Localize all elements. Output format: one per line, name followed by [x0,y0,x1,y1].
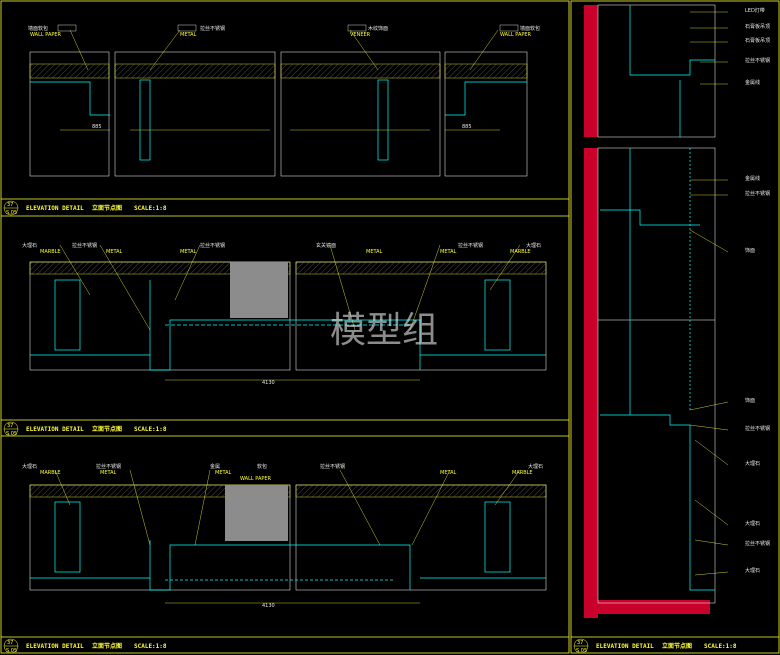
mid-label-6: 大理石 [526,242,541,249]
title-cn-4: 立面节点图 [662,642,692,650]
mid-label-2: 拉丝不锈钢 [72,242,97,249]
mid-sub-6: MARBLE [510,249,531,255]
right-label-10: 拉丝不锈钢 [745,425,770,432]
bot-label-4: 软包 [257,463,267,470]
title-sheet-2: S.05 [6,431,17,437]
mid-sub-1: MARBLE [40,249,61,255]
title-en-2: ELEVATION DETAIL [26,426,84,433]
right-label-2: 石膏板吊顶 [745,23,770,30]
stone-panel [230,262,288,318]
stone-panel-lower [225,485,288,541]
right-section: LED灯带 石膏板吊顶 石膏板吊顶 拉丝不锈钢 金属线 金属线 拉丝不锈钢 饰面… [584,4,770,618]
top-detail: 墙面软包 WALL PAPER 拉丝不锈钢 METAL 木纹饰面 VENEER … [28,24,540,177]
top-label-1: 墙面软包 [28,25,48,32]
title-cn-1: 立面节点图 [92,204,122,212]
title-scale-2: SCALE:1:8 [134,426,167,433]
title-block-3: 37 S.05 ELEVATION DETAIL 立面节点图 SCALE:1:8 [3,638,167,654]
mid-sub-5: METAL [440,249,457,255]
title-sheet-1: S.05 [6,210,17,216]
mid-label-3: 拉丝不锈钢 [200,242,225,249]
title-en-1: ELEVATION DETAIL [26,205,84,212]
title-scale-3: SCALE:1:8 [134,643,167,650]
title-sheet-4: S.05 [576,648,587,654]
right-label-7: 拉丝不锈钢 [745,190,770,197]
title-block-4: 37 S.05 ELEVATION DETAIL 立面节点图 SCALE:1:8 [573,638,737,654]
title-en-3: ELEVATION DETAIL [26,643,84,650]
top-sub-3: VENEER [350,32,371,38]
top-label-4: 墙面软包 [520,25,540,32]
middle-detail: 大理石 MARBLE 拉丝不锈钢 METAL 拉丝不锈钢 METAL 玄关镜面 … [22,242,547,386]
top-label-3: 木纹饰面 [368,25,388,32]
bot-label-1: 大理石 [22,463,37,470]
title-no-2: 37 [7,423,13,429]
title-scale-4: SCALE:1:8 [704,643,737,650]
mid-label-4: 玄关镜面 [316,242,336,249]
title-scale-1: SCALE:1:8 [134,205,167,212]
title-block-2: 37 S.05 ELEVATION DETAIL 立面节点图 SCALE:1:8 [3,421,167,437]
bot-label-2: 拉丝不锈钢 [96,463,121,470]
title-no-3: 37 [7,640,13,646]
bot-label-5: 拉丝不锈钢 [320,463,345,470]
bot-sub-1: MARBLE [40,470,61,476]
title-en-4: ELEVATION DETAIL [596,643,654,650]
right-label-9: 饰面 [745,397,755,404]
bot-label-3: 金属 [210,463,220,470]
mid-label-5: 拉丝不锈钢 [458,242,483,249]
right-label-4: 拉丝不锈钢 [745,57,770,64]
right-label-14: 大理石 [745,567,760,574]
mid-sub-4: METAL [366,249,383,255]
top-sub-2: METAL [180,32,197,38]
bot-sub-6: MARBLE [512,470,533,476]
mid-sub-2: METAL [106,249,123,255]
title-sheet-3: S.05 [6,648,17,654]
mid-sub-3: METAL [180,249,197,255]
mid-dim: 4130 [262,380,275,386]
bot-sub-2: METAL [100,470,117,476]
right-label-5: 金属线 [745,79,760,86]
top-sub-1: WALL PAPER [30,32,62,38]
right-label-12: 大理石 [745,520,760,527]
title-cn-3: 立面节点图 [92,642,122,650]
bottom-detail: 大理石 MARBLE 拉丝不锈钢 METAL 金属 METAL 软包 WALL … [22,463,547,609]
mid-label-1: 大理石 [22,242,37,249]
right-label-11: 大理石 [745,460,760,467]
bot-dim: 4130 [262,603,275,609]
top-sub-4: WALL PAPER [500,32,532,38]
right-label-3: 石膏板吊顶 [745,37,770,44]
right-label-8: 饰面 [745,247,755,254]
right-label-6: 金属线 [745,175,760,182]
bot-sub-4: WALL PAPER [240,476,272,482]
bot-sub-5: METAL [440,470,457,476]
top-label-2: 拉丝不锈钢 [200,25,225,32]
watermark: 模型组 [330,310,438,351]
title-no-1: 37 [7,202,13,208]
top-dim-1: 885 [92,124,102,130]
right-label-1: LED灯带 [745,7,765,14]
top-dim-2: 885 [462,124,472,130]
right-label-13: 拉丝不锈钢 [745,540,770,547]
title-block-1: 37 S.05 ELEVATION DETAIL 立面节点图 SCALE:1:8 [3,200,167,216]
title-no-4: 37 [577,640,583,646]
bot-sub-3: METAL [215,470,232,476]
bot-label-6: 大理石 [528,463,543,470]
title-cn-2: 立面节点图 [92,425,122,433]
